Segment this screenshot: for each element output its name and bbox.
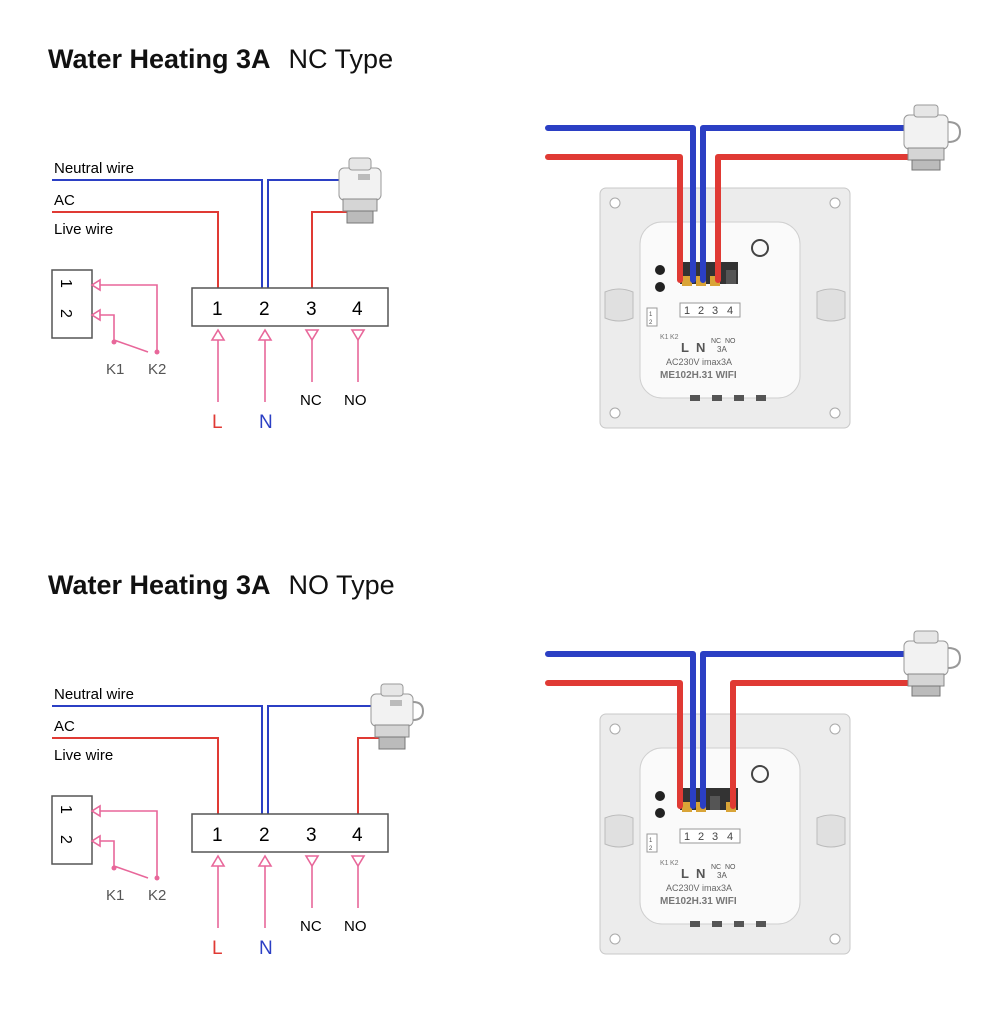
label-no: NO — [344, 918, 367, 935]
device-rating: 3A — [717, 345, 727, 354]
section-title: Water Heating 3A NO Type — [48, 570, 395, 601]
device-terminal-1: 1 — [684, 305, 690, 317]
device-sw-label-1: 1 — [649, 838, 653, 844]
k1-wire — [100, 314, 149, 353]
label-neutral-wire: Neutral wire — [54, 686, 134, 703]
live-wire — [52, 737, 219, 814]
device-no: NO — [725, 864, 736, 871]
device-model: ME102H.31 WIFI — [660, 896, 737, 907]
nc-wire — [311, 211, 348, 288]
title-sub: NC Type — [288, 44, 394, 74]
device-terminal-4: 4 — [727, 831, 733, 843]
section-no-type: Water Heating 3A NO Type Neutral wire AC … — [0, 526, 1000, 1026]
title-main: Water Heating 3A — [48, 44, 271, 74]
k1-label: K1 — [106, 887, 124, 904]
switch-label-2: 2 — [57, 309, 74, 318]
section-title: Water Heating 3A NC Type — [48, 44, 393, 75]
device-sw-label-1: 1 — [649, 312, 653, 318]
label-L: L — [212, 938, 223, 959]
device-L: L — [681, 866, 689, 881]
device-N: N — [696, 340, 705, 355]
label-ac: AC — [54, 718, 75, 735]
terminal-3: 3 — [306, 825, 317, 846]
switch-box — [51, 269, 93, 339]
no-wire — [357, 737, 380, 814]
k1-label: K1 — [106, 361, 124, 378]
device-k1: K1 — [660, 334, 669, 341]
neutral-wire — [52, 179, 340, 288]
label-nc: NC — [300, 918, 322, 935]
section-nc-type: Water Heating 3A NC Type Neutral wire AC … — [0, 0, 1000, 500]
k2-wire — [100, 810, 158, 876]
device-L: L — [681, 340, 689, 355]
terminal-1: 1 — [212, 825, 223, 846]
switch-label-1: 1 — [57, 805, 74, 814]
title-main: Water Heating 3A — [48, 570, 271, 600]
device-terminal-3: 3 — [712, 305, 718, 317]
terminal-1: 1 — [212, 299, 223, 320]
neutral-wire — [52, 705, 372, 814]
device-terminal-2: 2 — [698, 305, 704, 317]
terminal-2: 2 — [259, 299, 270, 320]
terminal-block — [191, 813, 389, 853]
device-nc: NC — [711, 864, 721, 871]
device-terminal-3: 3 — [712, 831, 718, 843]
device-actuator-icon — [903, 104, 962, 171]
terminal-block — [191, 287, 389, 327]
label-live-wire: Live wire — [54, 221, 113, 238]
actuator-valve-icon — [338, 157, 382, 224]
terminal-3: 3 — [306, 299, 317, 320]
device-terminal-4: 4 — [727, 305, 733, 317]
device-illustration: 1 2 3 4 1 2 K1 K2 L N NC NO 3A AC230V im… — [599, 187, 851, 429]
device-nc: NC — [711, 338, 721, 345]
device-sw-label-2: 2 — [649, 320, 653, 326]
k1-wire — [100, 840, 149, 879]
switch-label-1: 1 — [57, 279, 74, 288]
device-no: NO — [725, 338, 736, 345]
device-k2: K2 — [670, 860, 679, 867]
label-L: L — [212, 412, 223, 433]
k2-label: K2 — [148, 361, 166, 378]
label-live-wire: Live wire — [54, 747, 113, 764]
device-N: N — [696, 866, 705, 881]
terminal-4: 4 — [352, 825, 363, 846]
device-terminal-2: 2 — [698, 831, 704, 843]
wiring-schematic: Neutral wire AC Live wire 1 2 K1 K2 1 2 … — [51, 630, 962, 959]
device-sw-label-2: 2 — [649, 846, 653, 852]
device-spec: AC230V imax3A — [666, 883, 732, 893]
device-terminal-1: 1 — [684, 831, 690, 843]
switch-label-2: 2 — [57, 835, 74, 844]
label-nc: NC — [300, 392, 322, 409]
title-sub: NO Type — [288, 570, 395, 600]
wiring-schematic: Neutral wire AC Live wire 1 2 K1 K2 1 2 … — [51, 104, 962, 433]
label-neutral-wire: Neutral wire — [54, 160, 134, 177]
device-rating: 3A — [717, 871, 727, 880]
label-N: N — [259, 938, 273, 959]
device-k2: K2 — [670, 334, 679, 341]
label-no: NO — [344, 392, 367, 409]
k2-wire — [100, 284, 158, 350]
device-spec: AC230V imax3A — [666, 357, 732, 367]
terminal-4: 4 — [352, 299, 363, 320]
label-ac: AC — [54, 192, 75, 209]
switch-box — [51, 795, 93, 865]
device-model: ME102H.31 WIFI — [660, 370, 737, 381]
device-illustration: 1 2 3 4 1 2 K1 K2 L N NC NO 3A AC230V im… — [599, 713, 851, 955]
k2-label: K2 — [148, 887, 166, 904]
terminal-2: 2 — [259, 825, 270, 846]
live-wire — [52, 211, 219, 288]
label-N: N — [259, 412, 273, 433]
device-k1: K1 — [660, 860, 669, 867]
actuator-valve-icon — [370, 683, 425, 750]
device-actuator-icon — [903, 630, 962, 697]
